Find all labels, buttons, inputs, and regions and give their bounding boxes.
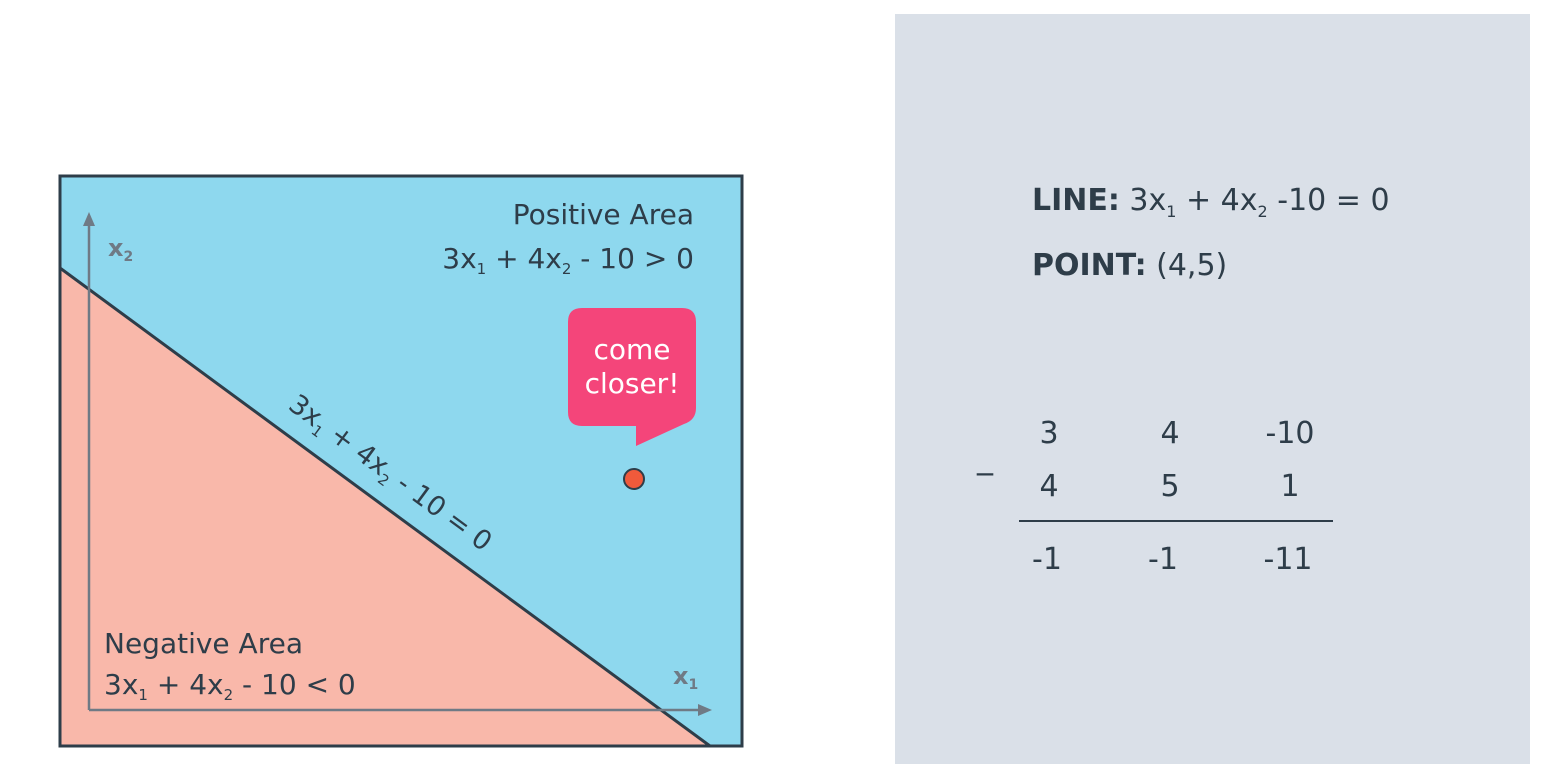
row2-cell: 5 [1160, 469, 1180, 504]
x2-axis-label: x2 [108, 234, 133, 265]
point-statement: POINT: (4,5) [1032, 239, 1390, 293]
row1-cell: 3 [1039, 416, 1059, 451]
x1-axis-arrow [698, 704, 712, 716]
point-label: POINT: [1032, 248, 1147, 283]
row2-cell: 1 [1280, 469, 1300, 504]
positive-area-title: Positive Area [513, 198, 694, 231]
result-cell: -1 [1032, 542, 1062, 577]
result-cell: -11 [1263, 542, 1313, 577]
diagram-svg: x2 x1 Positive Area 3x1 + 4x2 - 10 > 0 N… [58, 174, 744, 748]
point-marker [623, 468, 645, 490]
row1-cell: -10 [1265, 416, 1315, 451]
negative-area-equation: 3x1 + 4x2 - 10 < 0 [104, 668, 356, 704]
subtraction-table: _ 3 4 -10 4 5 1 -1 -1 -11 [895, 14, 1530, 614]
come-closer-callout: come closer! [568, 308, 696, 446]
calculation-panel: LINE: 3x1 + 4x2 -10 = 0 POINT: (4,5) _ 3… [895, 14, 1530, 764]
boundary-line [60, 266, 711, 746]
result-cell: -1 [1148, 542, 1178, 577]
callout-line-1: come [593, 333, 670, 366]
row1-cell: 4 [1160, 416, 1180, 451]
point-value: (4,5) [1146, 248, 1228, 283]
positive-area-equation: 3x1 + 4x2 - 10 > 0 [442, 242, 694, 278]
diagram-frame [58, 174, 744, 748]
negative-area-title: Negative Area [104, 627, 303, 660]
line-label: LINE: [1032, 183, 1120, 218]
row2-cell: 4 [1039, 469, 1059, 504]
line-diagram: x2 x1 Positive Area 3x1 + 4x2 - 10 > 0 N… [58, 174, 744, 748]
x2-axis-arrow [83, 212, 95, 226]
subtraction-rule [1019, 520, 1333, 522]
callout-line-2: closer! [585, 367, 680, 400]
problem-statement: LINE: 3x1 + 4x2 -10 = 0 POINT: (4,5) [1032, 174, 1390, 293]
line-value: 3x1 + 4x2 -10 = 0 [1119, 183, 1390, 221]
x1-axis-label: x1 [673, 662, 698, 693]
line-statement: LINE: 3x1 + 4x2 -10 = 0 [1032, 174, 1390, 239]
minus-operator: _ [977, 438, 993, 476]
